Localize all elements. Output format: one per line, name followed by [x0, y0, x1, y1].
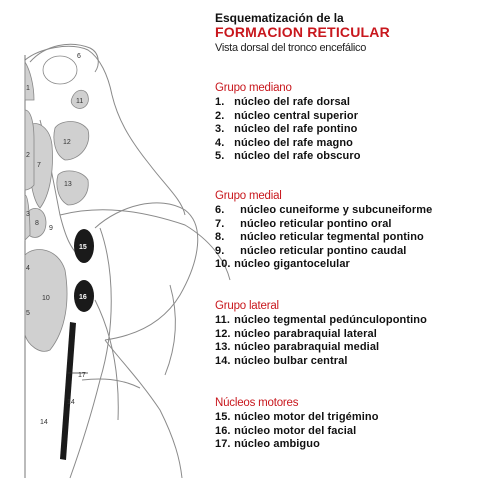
nucleus-10 — [24, 249, 68, 352]
list-item: 3. núcleo del rafe pontino — [215, 123, 358, 136]
nucleus-16 — [74, 280, 94, 312]
nucleus-2 — [24, 109, 35, 191]
list-item: 5. núcleo del rafe obscuro — [215, 150, 361, 163]
list-item: 7. núcleo reticular pontino oral — [215, 217, 392, 230]
label-7: 7 — [37, 162, 41, 169]
nucleus-13 — [56, 170, 89, 206]
label-4: 4 — [26, 265, 30, 272]
label-9: 9 — [49, 225, 53, 232]
list-item: 9. núcleo reticular pontino caudal — [215, 244, 407, 257]
group-motores: Núcleos motores 15. núcleo motor del tri… — [215, 397, 379, 452]
group-title: Grupo mediano — [215, 82, 292, 94]
label-12: 12 — [63, 139, 71, 146]
olive-outline — [94, 299, 119, 421]
list-item: 10. núcleo gigantocelular — [215, 258, 350, 271]
inferior-peduncle-outline — [164, 284, 176, 376]
list-item: 13. núcleo parabraquial medial — [215, 341, 380, 354]
label-3: 3 — [26, 211, 30, 218]
title-line-1: Esquematización de la — [215, 11, 344, 25]
medulla-outline — [69, 227, 112, 479]
list-item: 11. núcleo tegmental pedúnculopontino — [215, 314, 427, 326]
list-item: 2. núcleo central superior — [215, 109, 359, 122]
nucleus-11 — [70, 89, 89, 109]
group-medial: Grupo medial 6. núcleo cuneiforme y subc… — [215, 190, 432, 272]
nucleus-3 — [24, 194, 31, 241]
spinal-contour — [104, 339, 183, 479]
list-item: 6. núcleo cuneiforme y subcuneiforme — [215, 204, 433, 216]
nucleus-12 — [53, 121, 90, 161]
lateral-recess-outline — [59, 209, 231, 281]
group-title: Grupo lateral — [215, 300, 279, 312]
label-16: 16 — [79, 294, 87, 301]
list-item: 8. núcleo reticular tegmental pontino — [215, 231, 424, 244]
list-item: 16. núcleo motor del facial — [215, 424, 357, 437]
label-17: 17 — [78, 372, 86, 379]
label-8: 8 — [35, 220, 39, 227]
list-item: 1. núcleo del rafe dorsal — [215, 96, 351, 108]
label-15: 15 — [79, 244, 87, 251]
list-item: 12. núcleo parabraquial lateral — [215, 327, 377, 340]
label-10: 10 — [42, 295, 50, 302]
label-14a: 14 — [67, 399, 75, 406]
pons-outline — [94, 202, 199, 341]
group-title: Núcleos motores — [215, 397, 299, 409]
midbrain-outline — [24, 45, 186, 216]
list-item: 15. núcleo motor del trigémino — [215, 411, 379, 423]
group-mediano: Grupo mediano 1. núcleo del rafe dorsal … — [215, 82, 361, 164]
subtitle: Vista dorsal del tronco encefálico — [215, 42, 367, 54]
list-item: 4. núcleo del rafe magno — [215, 136, 354, 149]
label-14b: 14 — [40, 419, 48, 426]
label-2: 2 — [26, 152, 30, 159]
list-item: 17. núcleo ambiguo — [215, 438, 320, 451]
label-5: 5 — [26, 310, 30, 317]
label-1: 1 — [26, 85, 30, 92]
nucleus-15 — [74, 229, 94, 263]
group-title: Grupo medial — [215, 190, 282, 202]
nucleus-17 — [60, 322, 76, 460]
lateral-contour — [81, 378, 141, 389]
label-13: 13 — [64, 181, 72, 188]
cerebellar-peduncle-outline — [29, 43, 99, 73]
label-6: 6 — [77, 53, 81, 60]
title-line-2: FORMACION RETICULAR — [215, 24, 390, 40]
label-11: 11 — [76, 98, 83, 105]
list-item: 14. núcleo bulbar central — [215, 354, 348, 367]
nucleus-6 — [42, 55, 78, 85]
nucleus-1 — [24, 60, 35, 101]
group-lateral: Grupo lateral 11. núcleo tegmental pedún… — [215, 300, 427, 368]
